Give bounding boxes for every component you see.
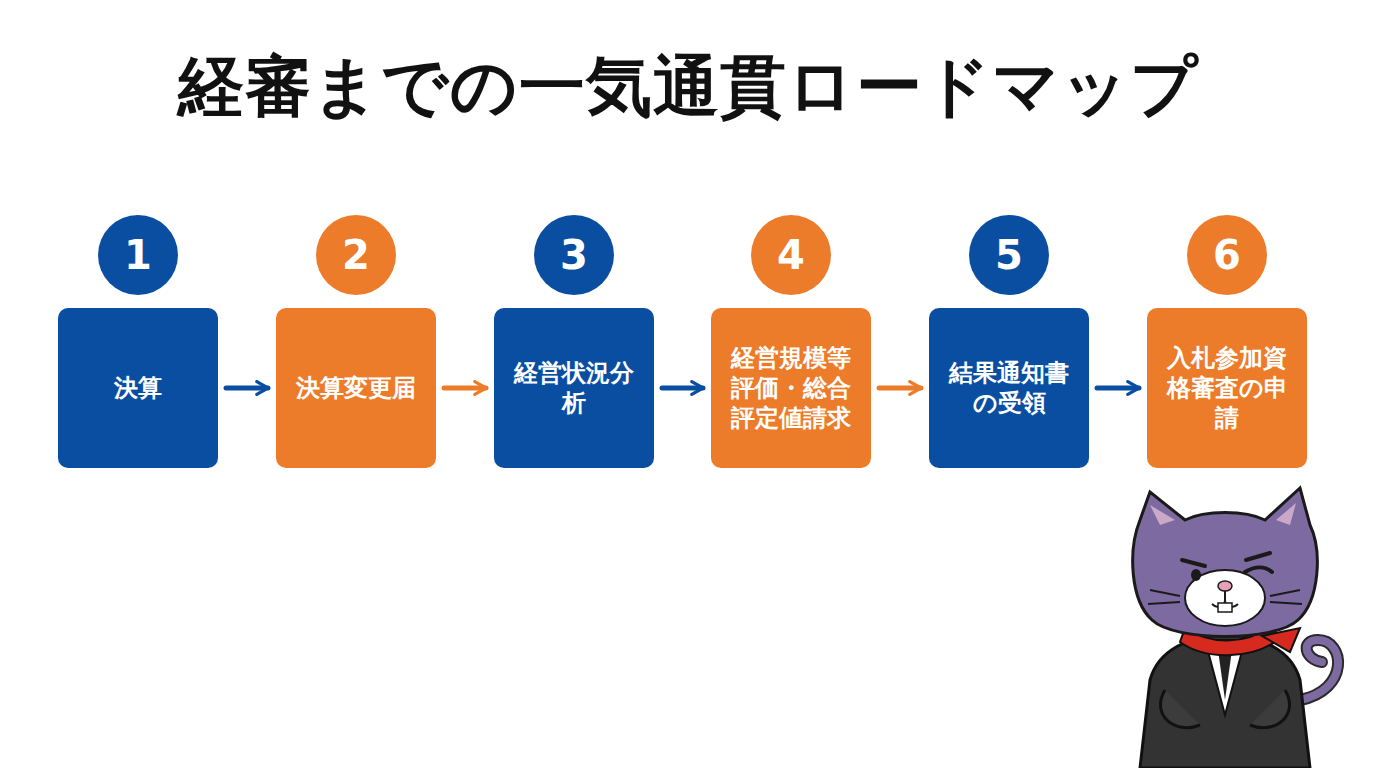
step-label: 入札参加資格審査の申請	[1157, 343, 1297, 433]
step-label: 結果通知書の受領	[939, 358, 1079, 418]
step-number: 1	[98, 215, 178, 295]
process-box: 4経営規模等評価・総合評定値請求	[711, 308, 871, 468]
flow-arrow	[226, 386, 268, 391]
diagram-title: 経審までの一気通貫ロードマップ	[0, 42, 1376, 132]
step-number: 4	[751, 215, 831, 295]
process-box: 1決算	[58, 308, 218, 468]
step-number: 3	[534, 215, 614, 295]
flow-arrow	[1097, 386, 1139, 391]
flow-arrow	[879, 386, 921, 391]
step-number: 2	[316, 215, 396, 295]
flow-arrow	[444, 386, 486, 391]
process-box: 6入札参加資格審査の申請	[1147, 308, 1307, 468]
flow-arrow	[662, 386, 703, 391]
step-number: 6	[1187, 215, 1267, 295]
step-label: 決算変更届	[296, 373, 416, 403]
process-box: 3経営状況分析	[494, 308, 654, 468]
step-label: 経営規模等評価・総合評定値請求	[721, 343, 861, 433]
step-label: 決算	[114, 373, 162, 403]
process-box: 5結果通知書の受領	[929, 308, 1089, 468]
process-box: 2決算変更届	[276, 308, 436, 468]
step-label: 経営状況分析	[504, 358, 644, 418]
step-number: 5	[969, 215, 1049, 295]
cat-illustration	[1133, 488, 1338, 768]
